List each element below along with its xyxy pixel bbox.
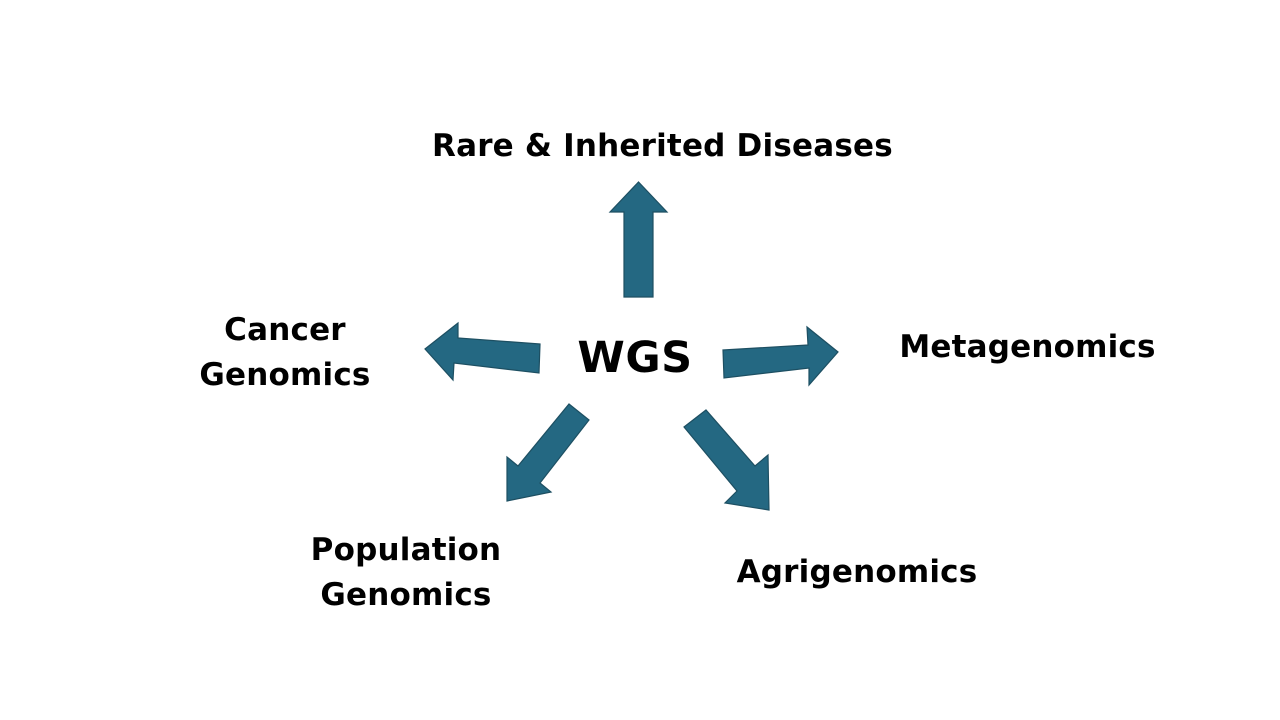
node-cancer-genomics-line2: Genomics [199, 357, 371, 393]
node-population-genomics-line2: Genomics [320, 577, 492, 613]
arrow-left [424, 321, 541, 382]
node-cancer-genomics: Cancer Genomics [175, 308, 395, 398]
node-population-genomics-line1: Population [310, 532, 502, 568]
arrow-right [722, 325, 839, 387]
arrow-up [608, 181, 669, 298]
center-label-wgs: WGS [577, 333, 693, 383]
arrow-down-left [506, 403, 590, 502]
arrow-down-right [683, 409, 770, 511]
node-rare-inherited-diseases: Rare & Inherited Diseases [432, 128, 893, 164]
node-population-genomics: Population Genomics [286, 528, 526, 618]
node-cancer-genomics-line1: Cancer [224, 312, 346, 348]
node-agrigenomics: Agrigenomics [736, 554, 978, 590]
node-metagenomics: Metagenomics [899, 329, 1156, 365]
